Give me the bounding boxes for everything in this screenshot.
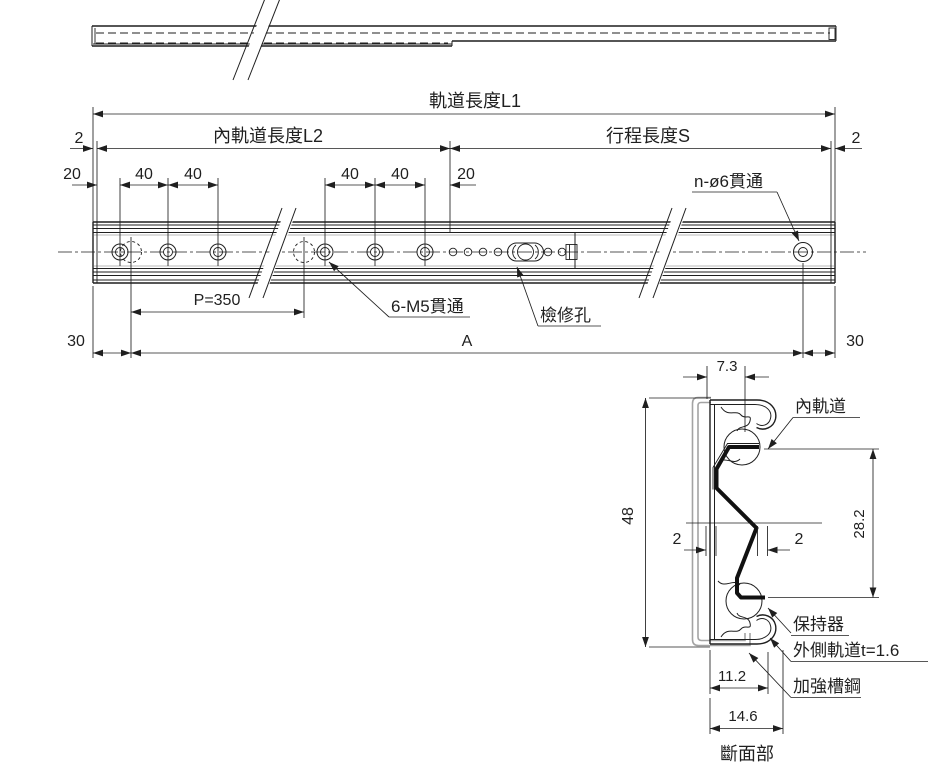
dim-end-cap-left: 2 bbox=[75, 130, 84, 147]
dim-edge-30-left: 30 bbox=[67, 333, 85, 350]
ball-bearing-top bbox=[723, 428, 761, 466]
dim-gap-right-2: 2 bbox=[795, 531, 804, 548]
label-n-dia6-through: n-ø6貫通 bbox=[694, 172, 763, 191]
label-6-m5-through: 6-M5貫通 bbox=[391, 297, 464, 316]
section-leader-lines bbox=[748, 417, 928, 698]
dim-end-cap-right: 2 bbox=[852, 130, 861, 147]
dim-inner-rail-length-l2: 內軌道長度L2 bbox=[213, 126, 323, 146]
ball-bearing-bottom bbox=[725, 582, 763, 620]
dim-inner-width-11-2: 11.2 bbox=[718, 668, 746, 685]
m5-screw-hole bbox=[111, 243, 129, 261]
dim-stroke-length-s: 行程長度S bbox=[606, 126, 690, 146]
reinforcing-channel bbox=[691, 396, 751, 647]
dim-pitch-p350: P=350 bbox=[194, 292, 241, 309]
rail-body bbox=[58, 221, 866, 284]
label-inner-rail: 內軌道 bbox=[795, 397, 846, 416]
cross-section-view: 7.3 48 2 2 28.2 11.2 14.6 內軌道 保持器 外側軌道t=… bbox=[620, 358, 928, 764]
outer-rail-profile bbox=[709, 399, 777, 645]
dim-hole-offset-20-right: 20 bbox=[457, 166, 475, 183]
inner-rail-window bbox=[448, 232, 578, 269]
dim-gap-left-2: 2 bbox=[673, 531, 682, 548]
n-dia6-through-hole bbox=[793, 242, 813, 262]
dim-outer-width-14-6: 14.6 bbox=[728, 708, 757, 725]
dim-edge-30-right: 30 bbox=[846, 333, 864, 350]
dim-hole-span-a: A bbox=[462, 333, 473, 350]
dim-hole-pitch-40-c: 40 bbox=[341, 166, 359, 183]
top-plan-view bbox=[91, 0, 837, 81]
inner-rail-profile bbox=[712, 443, 765, 600]
dim-hole-offset-20-left: 20 bbox=[63, 166, 81, 183]
label-reinforcing-channel: 加強槽鋼 bbox=[793, 677, 861, 696]
elevation-view: 軌道長度L1 內軌道長度L2 行程長度S 2 2 20 40 40 40 40 … bbox=[58, 91, 866, 358]
retainer-curves bbox=[717, 406, 751, 638]
dim-hole-pitch-40-b: 40 bbox=[184, 166, 202, 183]
extension-lines bbox=[92, 107, 836, 358]
mounting-holes bbox=[111, 241, 813, 263]
label-outer-rail-thickness: 外側軌道t=1.6 bbox=[793, 641, 899, 660]
label-inspection-hole: 檢修孔 bbox=[540, 306, 591, 325]
dim-height-48: 48 bbox=[620, 507, 637, 525]
section-caption: 斷面部 bbox=[720, 744, 774, 764]
hidden-hole bbox=[293, 241, 315, 263]
dim-rail-length-l1: 軌道長度L1 bbox=[429, 91, 521, 111]
dim-hole-pitch-40-a: 40 bbox=[135, 166, 153, 183]
inspection-hole bbox=[507, 242, 544, 262]
label-retainer: 保持器 bbox=[793, 615, 844, 634]
break-lines bbox=[248, 207, 687, 299]
leader-lines bbox=[328, 191, 800, 327]
dim-hole-pitch-40-d: 40 bbox=[391, 166, 409, 183]
hidden-hole bbox=[120, 241, 142, 263]
dim-inner-rail-height-28-2: 28.2 bbox=[851, 509, 868, 538]
dim-top-width-7-3: 7.3 bbox=[717, 358, 738, 375]
dimension-lines bbox=[70, 110, 862, 357]
rail-stop-bracket bbox=[565, 244, 578, 260]
